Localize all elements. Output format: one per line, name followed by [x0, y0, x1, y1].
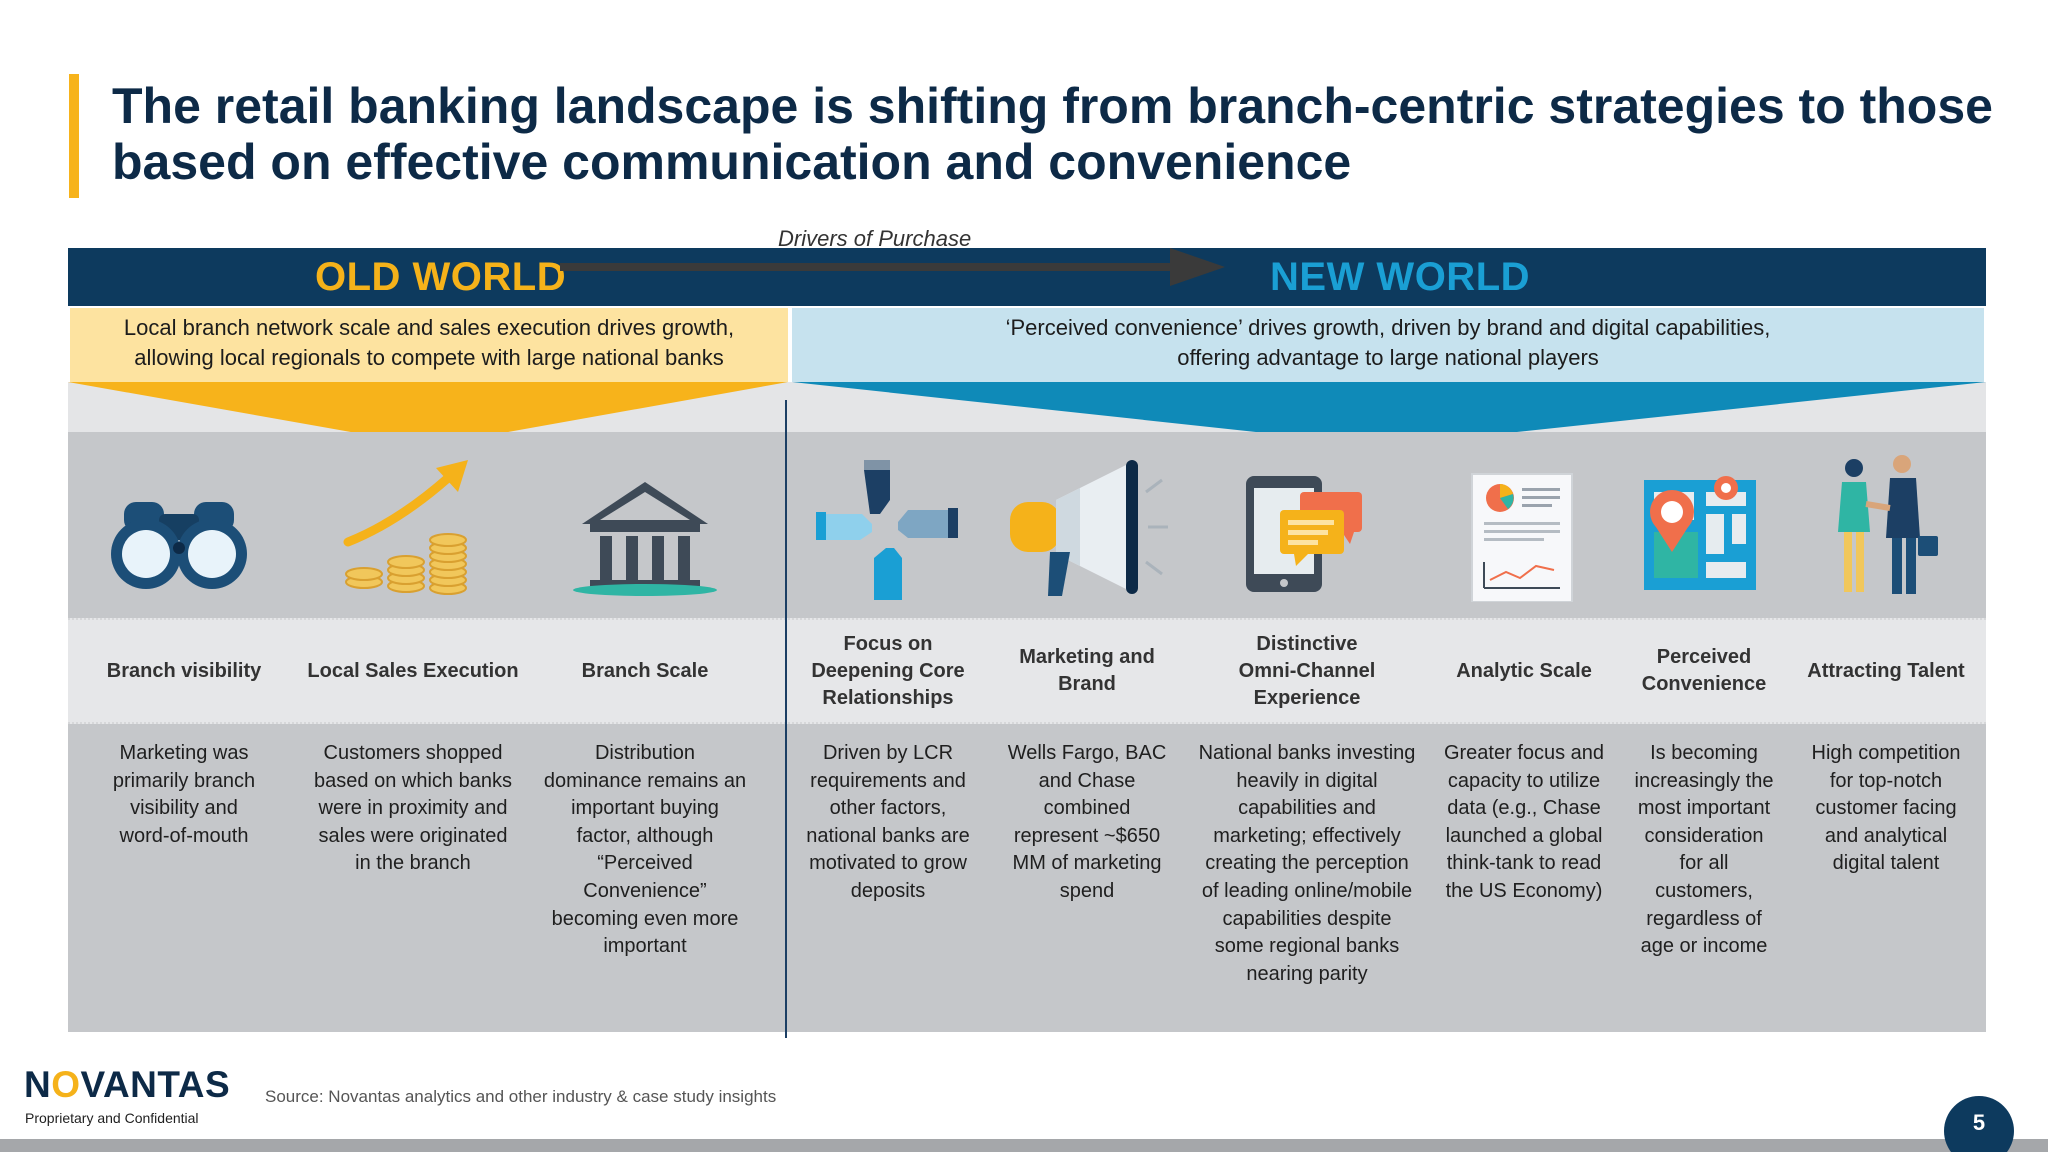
binoculars-icon [111, 502, 247, 589]
old-world-heading: OLD WORLD [315, 255, 567, 299]
page-title: The retail banking landscape is shifting… [112, 78, 1993, 190]
column-label-analytic-scale: Analytic Scale [1456, 659, 1592, 682]
footer-bar [0, 1139, 2048, 1152]
coins-growth-icon [343, 460, 468, 595]
novantas-logo: NOVANTAS [24, 1064, 231, 1105]
old-world-summary: Local branch network scale and sales exe… [70, 308, 788, 382]
description-band [68, 724, 1986, 1032]
megaphone-icon [1010, 460, 1168, 596]
funnel-triangles [68, 382, 1986, 434]
column-label-local-sales-execution: Local Sales Execution [307, 659, 519, 682]
new-world-summary: ‘Perceived convenience’ drives growth, d… [792, 308, 1984, 382]
drivers-of-purchase-label: Drivers of Purchase [778, 226, 972, 251]
old-world-funnel [68, 382, 788, 434]
new-world-heading: NEW WORLD [1270, 255, 1531, 299]
old-new-divider [785, 400, 787, 1038]
world-header-band [68, 248, 1986, 306]
bank-building-icon [573, 482, 717, 596]
source-note: Source: Novantas analytics and other ind… [265, 1087, 777, 1106]
label-band [68, 618, 1986, 724]
confidential-notice: Proprietary and Confidential [25, 1110, 199, 1126]
column-label-attracting-talent: Attracting Talent [1807, 659, 1965, 682]
tablet-chat-icon [1246, 476, 1362, 592]
title-accent-bar [69, 74, 79, 198]
new-world-funnel [792, 382, 1986, 434]
map-pin-icon [1644, 476, 1756, 590]
transition-arrow-line [560, 263, 1180, 271]
column-label-branch-visibility: Branch visibility [106, 659, 262, 682]
column-label-branch-scale: Branch Scale [581, 659, 709, 682]
transition-arrow-head [1170, 248, 1225, 286]
page-number-badge: 5 [1944, 1096, 2014, 1152]
report-chart-icon [1471, 473, 1573, 602]
hands-together-icon [816, 460, 958, 600]
handshake-people-icon [1838, 455, 1938, 594]
